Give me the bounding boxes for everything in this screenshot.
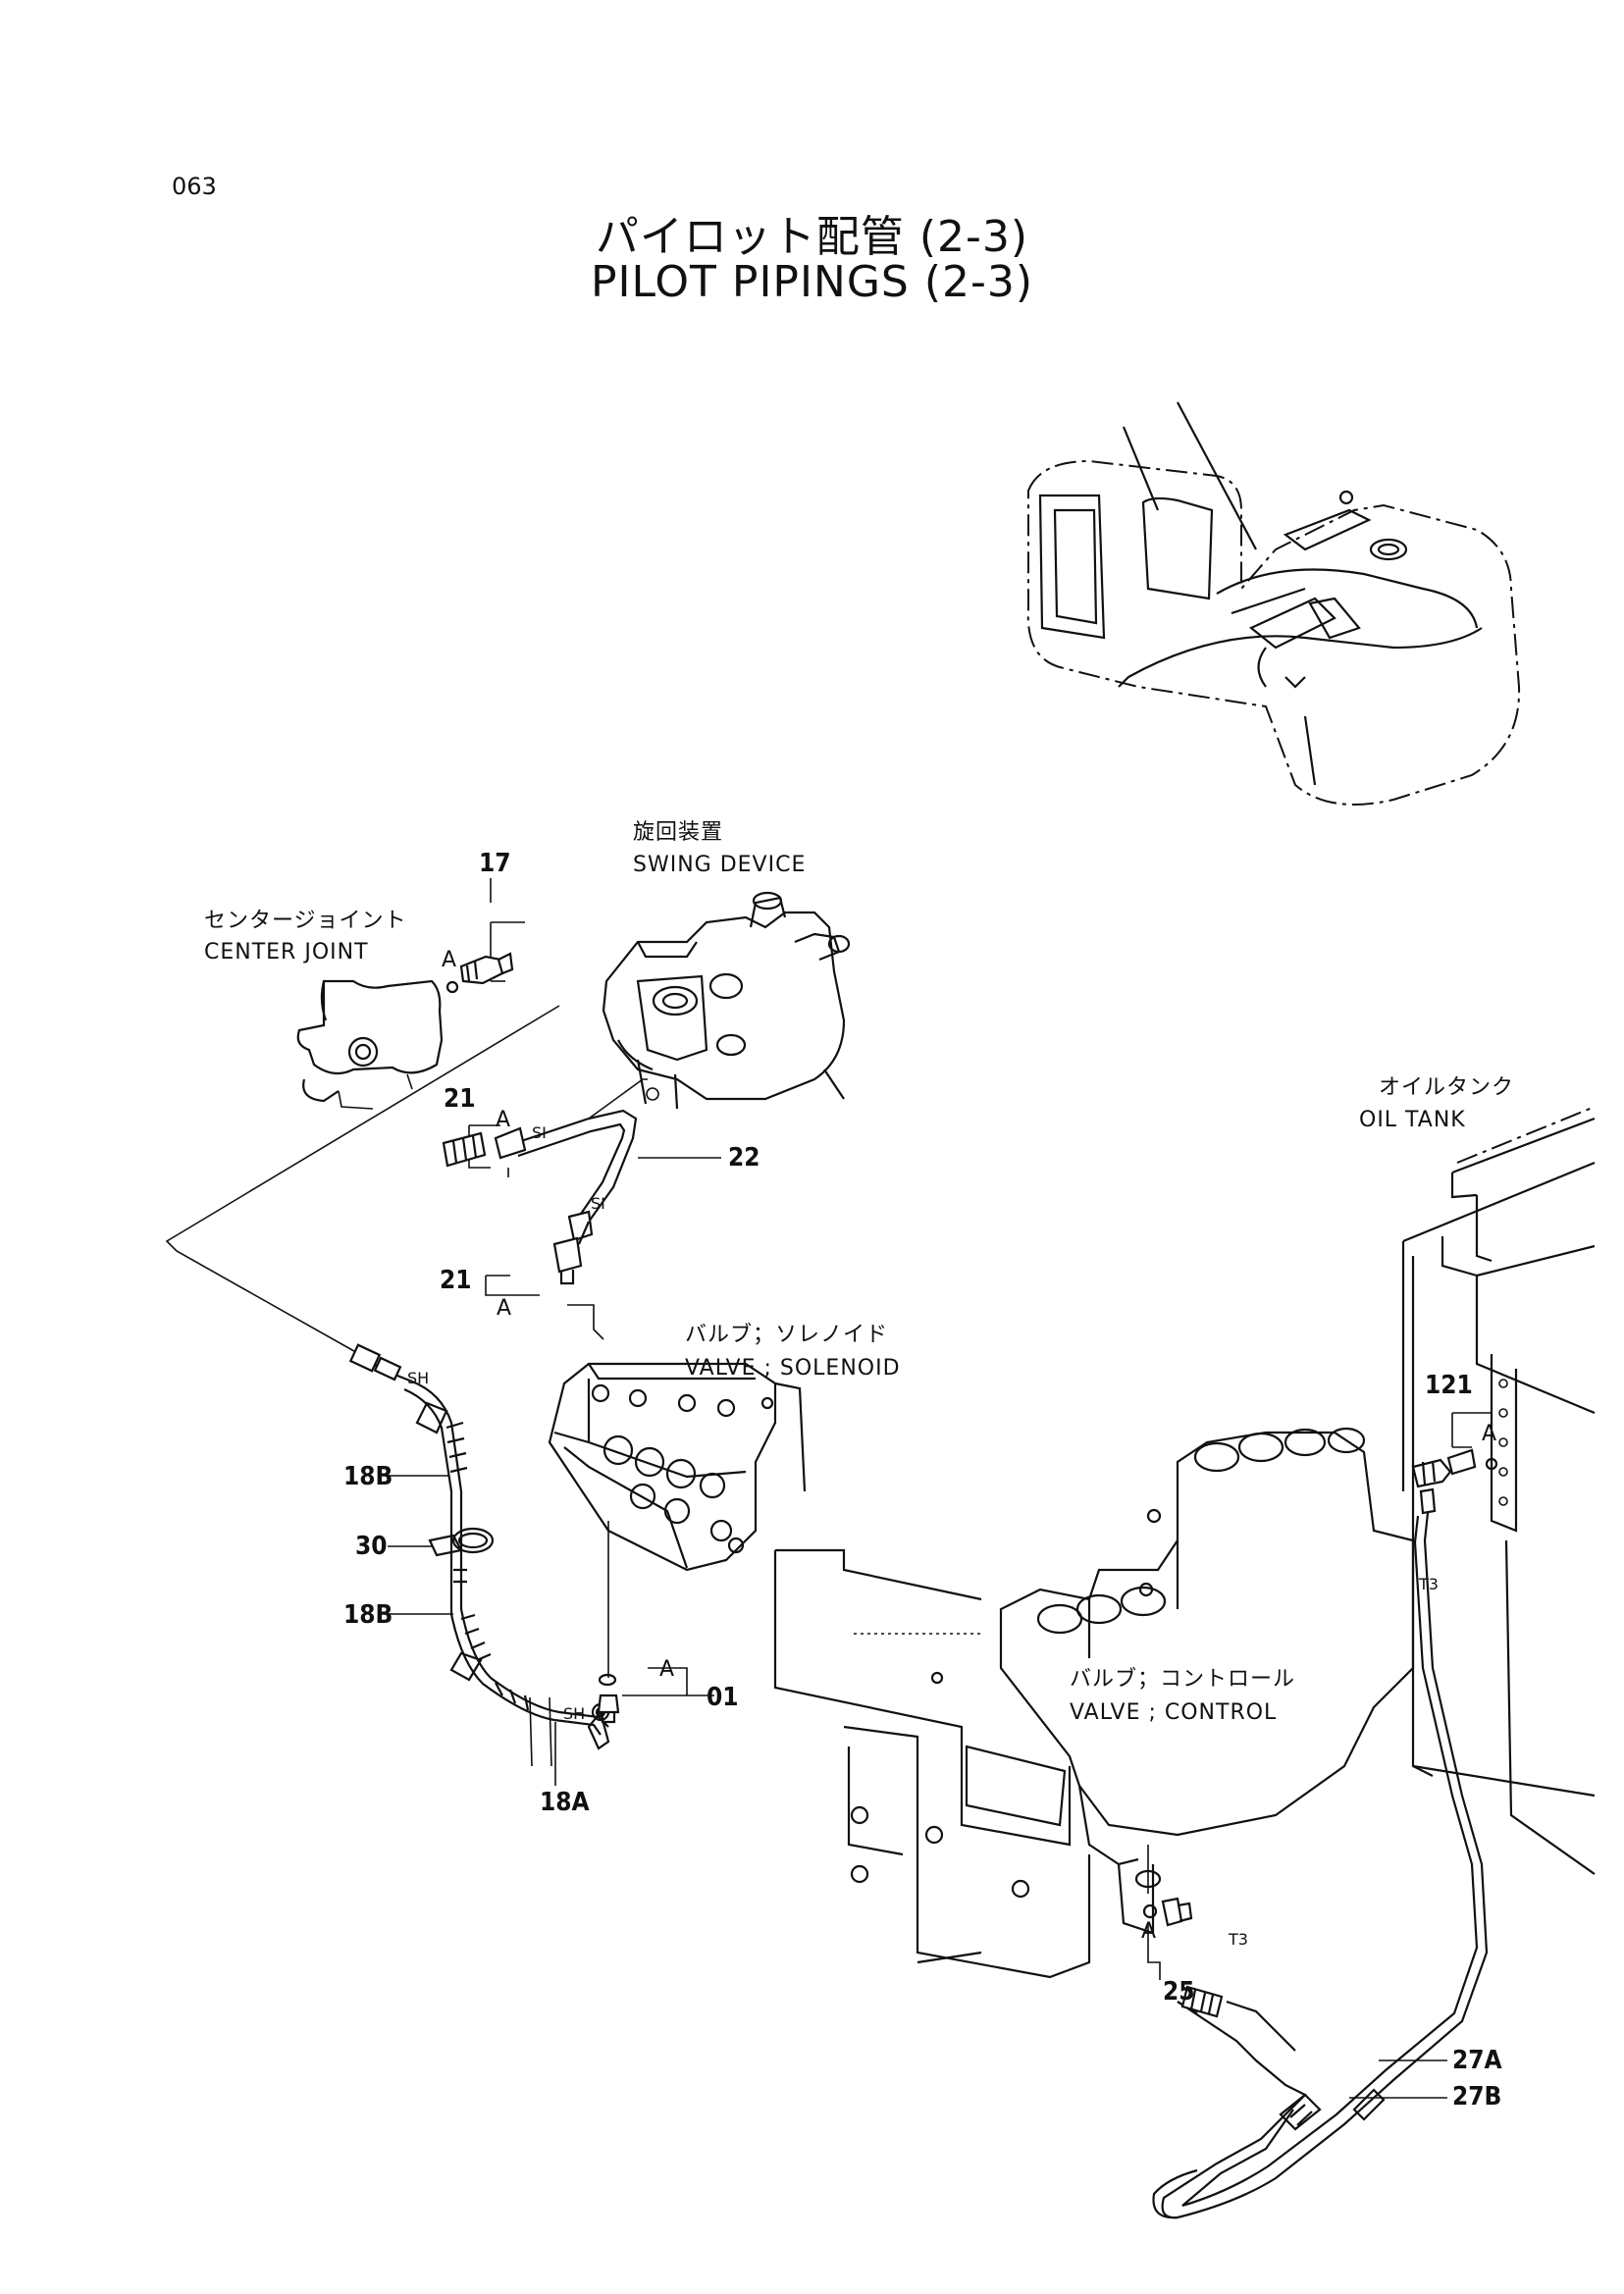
part-number-01: 01 xyxy=(707,1683,739,1712)
solenoid-valve-label-ja: バルブ；ソレノイド xyxy=(685,1323,888,1347)
swing-device-illustration xyxy=(602,891,851,1110)
control-valve-illustration xyxy=(773,1427,1415,1979)
swing-device-label-ja: 旋回装置 xyxy=(633,820,723,845)
oil-tank-label-ja: オイルタンク xyxy=(1379,1075,1514,1100)
page-number: 063 xyxy=(172,173,217,200)
part-number-18b-lower: 18B xyxy=(343,1600,393,1630)
oil-tank-illustration xyxy=(1401,1106,1596,1875)
callout-a-01: A xyxy=(659,1657,675,1682)
part-number-18b-upper: 18B xyxy=(343,1462,393,1491)
solenoid-valve-label-en: VALVE ; SOLENOID xyxy=(685,1356,901,1381)
fitting-tag-sh-lower: SH xyxy=(563,1704,585,1723)
part-number-121: 121 xyxy=(1425,1371,1473,1400)
control-valve-label-ja: バルブ；コントロール xyxy=(1070,1667,1295,1692)
swing-device-label-en: SWING DEVICE xyxy=(633,853,806,877)
fitting-tag-sh-upper: SH xyxy=(407,1369,429,1387)
connection-leader-lines xyxy=(165,921,1492,1980)
excavator-overview-illustration xyxy=(1026,401,1521,806)
fitting-121 xyxy=(1411,1448,1498,1515)
hose-27-assembly xyxy=(1152,1512,1489,2219)
page-title-english: PILOT PIPINGS (2-3) xyxy=(590,257,1034,307)
fitting-tag-si-upper: SI xyxy=(532,1123,547,1142)
part-number-18a: 18A xyxy=(540,1788,590,1817)
hose-22-assembly xyxy=(442,1078,648,1285)
callout-a-121: A xyxy=(1482,1422,1497,1446)
part-number-17: 17 xyxy=(479,849,511,878)
part-number-21-lower: 21 xyxy=(440,1266,472,1295)
fitting-25 xyxy=(1142,1897,1193,1927)
fitting-tag-t3-upper: T3 xyxy=(1418,1575,1439,1593)
solenoid-valve-illustration xyxy=(548,1362,807,1572)
fitting-tag-t3-lower: T3 xyxy=(1228,1930,1248,1949)
part-number-21-upper: 21 xyxy=(444,1084,476,1114)
part-number-22: 22 xyxy=(728,1143,760,1173)
control-valve-label-en: VALVE ; CONTROL xyxy=(1070,1700,1277,1725)
callout-a-21-lower: A xyxy=(497,1296,512,1321)
hose-18-assembly xyxy=(348,1343,610,1767)
callout-a-17: A xyxy=(442,948,457,972)
callout-a-21-upper: A xyxy=(496,1108,511,1132)
center-joint-label-ja: センタージョイント xyxy=(204,909,407,933)
page-title-japanese: パイロット配管 (2-3) xyxy=(595,212,1029,262)
fitting-01 xyxy=(597,1673,620,1724)
fitting-tag-si-lower: SI xyxy=(591,1194,605,1213)
callout-a-25: A xyxy=(1141,1919,1157,1944)
part-number-27b: 27B xyxy=(1452,2082,1501,2112)
fitting-17 xyxy=(445,952,514,994)
center-joint-label-en: CENTER JOINT xyxy=(204,940,369,965)
center-joint-illustration xyxy=(296,979,444,1110)
part-number-27a: 27A xyxy=(1452,2046,1502,2075)
part-number-25: 25 xyxy=(1163,1977,1195,2007)
part-number-30: 30 xyxy=(355,1532,388,1561)
oil-tank-label-en: OIL TANK xyxy=(1359,1108,1466,1132)
